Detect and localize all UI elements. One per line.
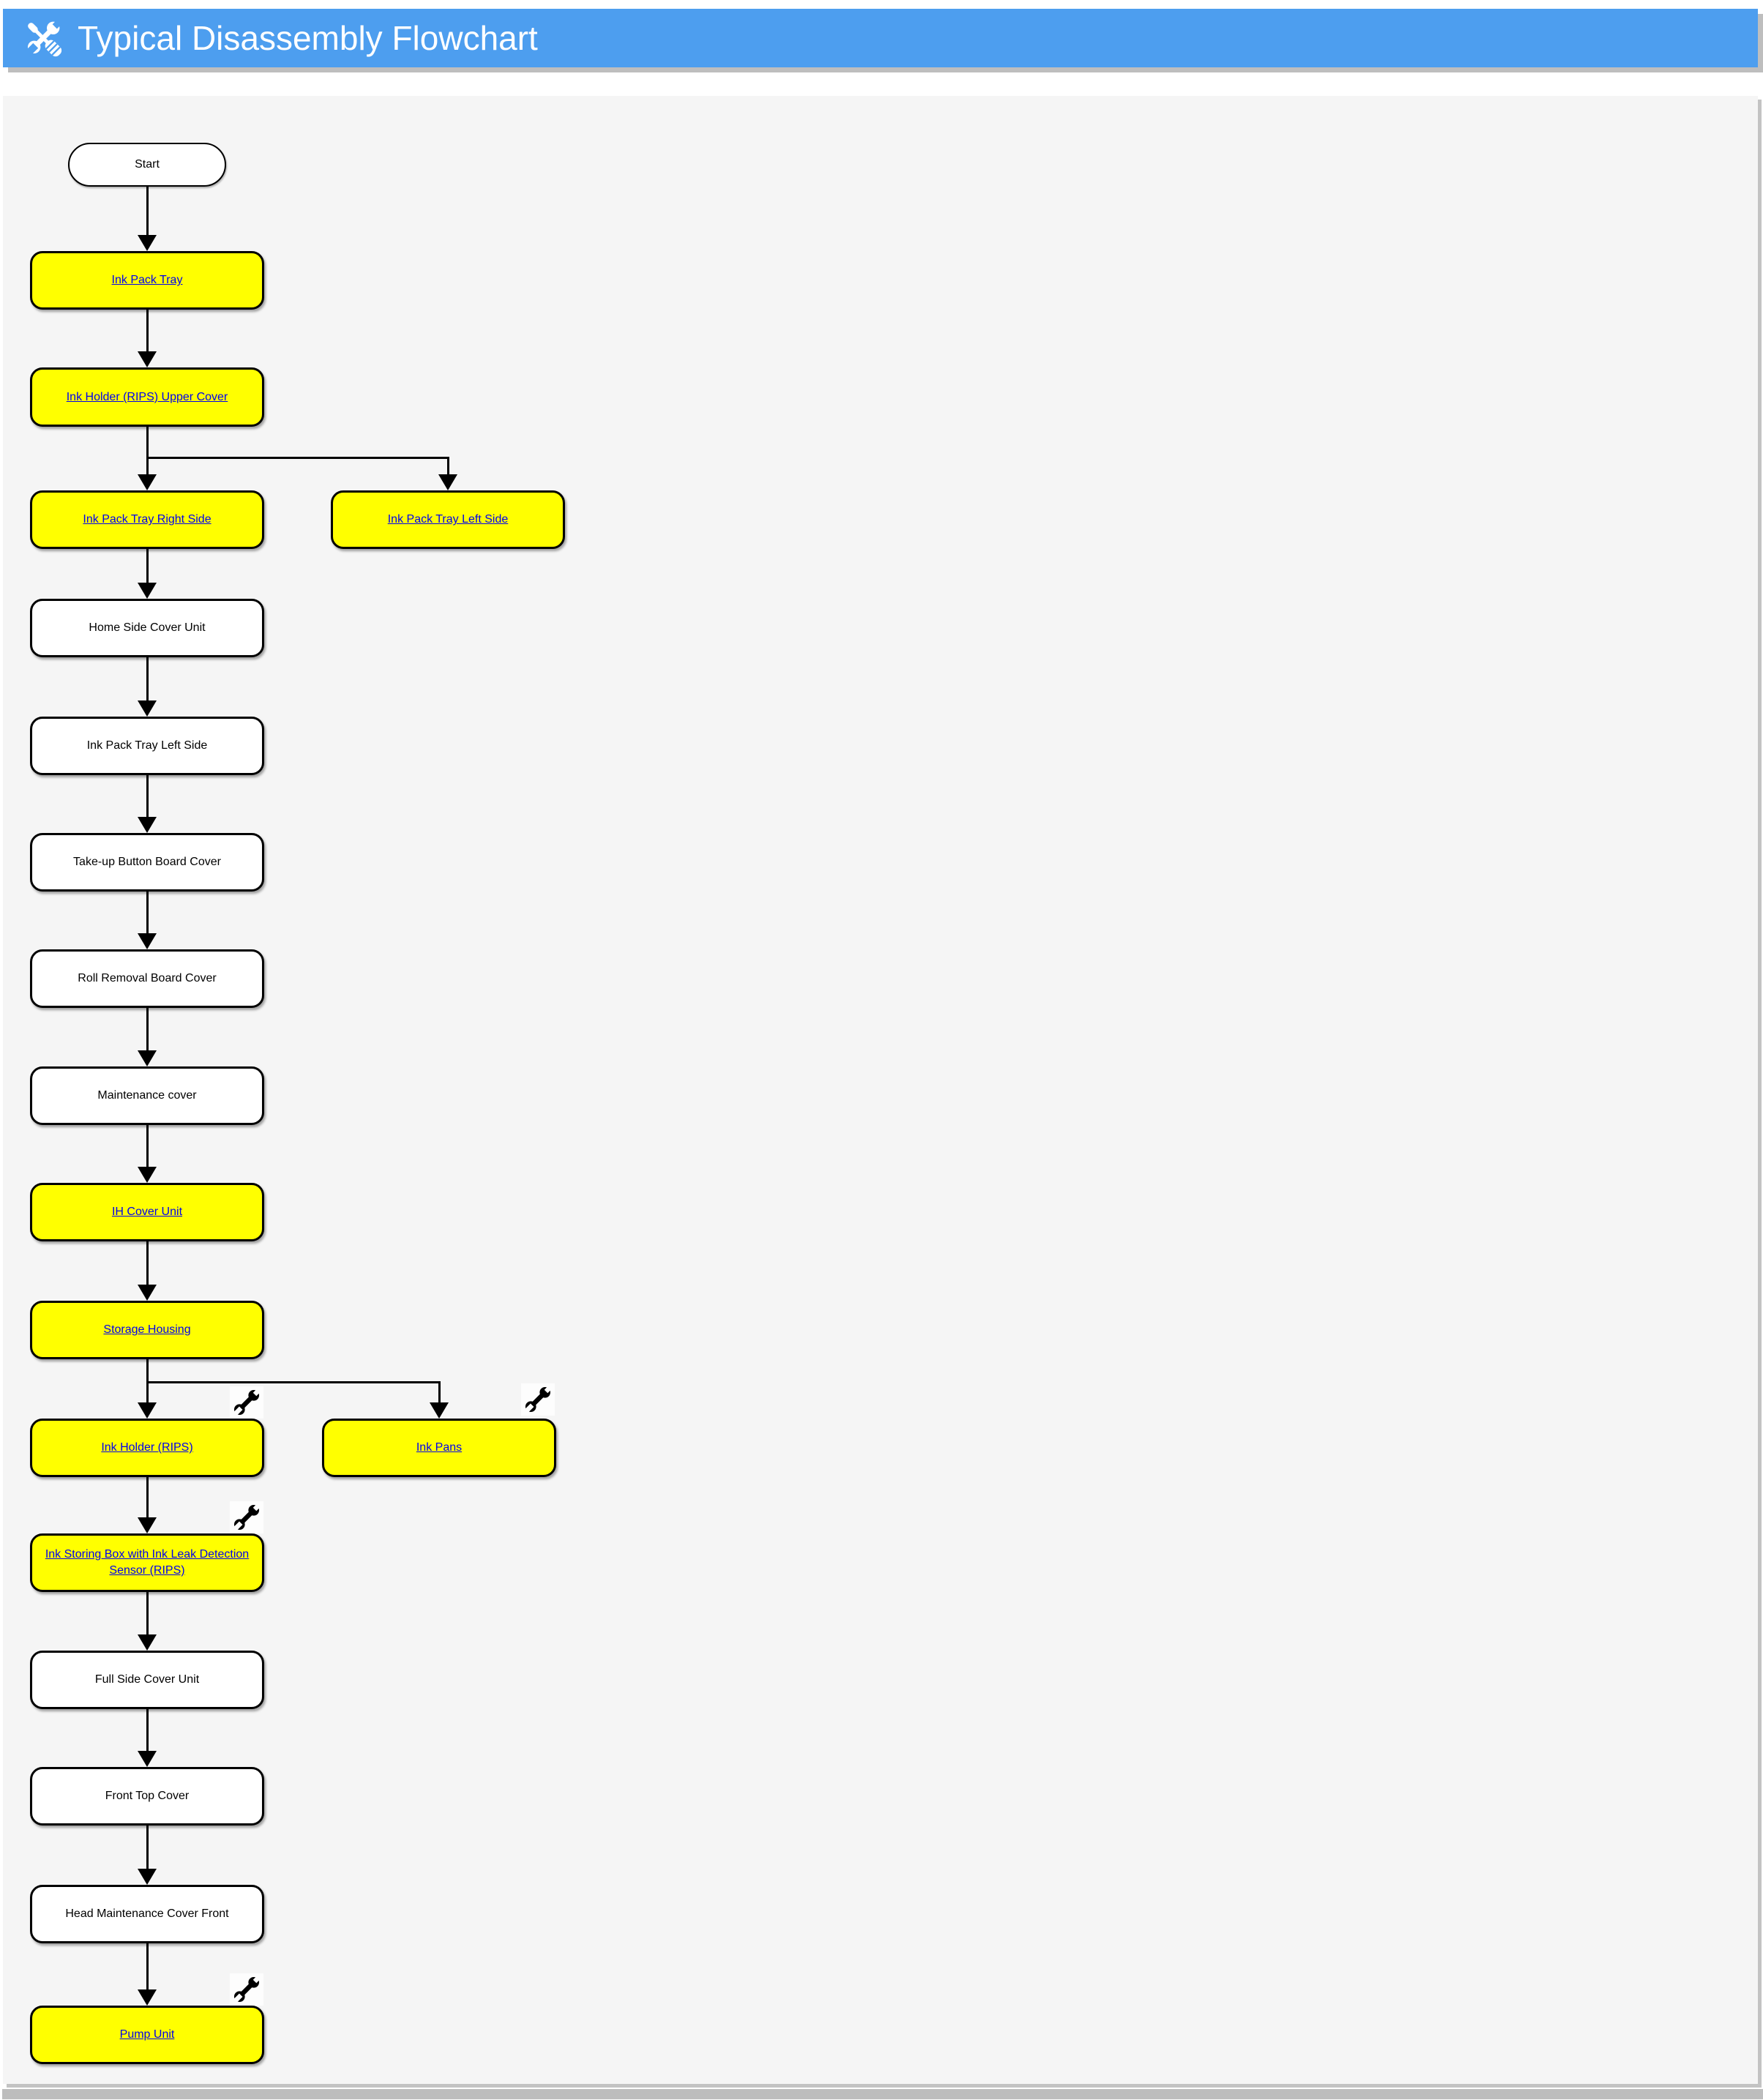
node-label: Full Side Cover Unit — [94, 1673, 200, 1686]
node-label: Ink Pack Tray Left Side — [86, 739, 208, 752]
node-head-maintenance-cover-front: Head Maintenance Cover Front — [30, 1885, 264, 1943]
node-label: Roll Removal Board Cover — [78, 972, 217, 985]
wrench-icon — [230, 1973, 263, 2006]
edge-line — [146, 549, 149, 586]
node-home-side-cover-unit: Home Side Cover Unit — [30, 599, 264, 657]
arrowhead — [138, 1517, 157, 1533]
arrowhead — [138, 1634, 157, 1651]
wrench-icon — [233, 1504, 260, 1531]
node-link-pump-unit[interactable]: Pump Unit — [119, 2028, 175, 2041]
node-maintenance-cover: Maintenance cover — [30, 1066, 264, 1125]
node-link-storage-housing[interactable]: Storage Housing — [103, 1323, 191, 1337]
node-link-ink-storing-box[interactable]: Ink Storing Box with Ink Leak Detection … — [45, 1548, 250, 1577]
node-link-ink-pack-tray-left-side[interactable]: Ink Pack Tray Left Side — [387, 513, 509, 526]
arrowhead — [138, 1751, 157, 1767]
edge-line — [146, 775, 149, 820]
arrowhead — [138, 700, 157, 717]
arrowhead — [138, 474, 157, 490]
node-ih-cover-unit: IH Cover Unit — [30, 1183, 264, 1241]
edge-line — [146, 187, 149, 238]
node-storage-housing: Storage Housing — [30, 1301, 264, 1359]
edge-line — [146, 1592, 149, 1637]
edge-line — [146, 1008, 149, 1053]
edge-line — [146, 1477, 149, 1520]
arrowhead — [138, 1989, 157, 2006]
node-ink-pack-tray-left-side: Ink Pack Tray Left Side — [30, 717, 264, 775]
edge-line — [146, 1125, 149, 1170]
page-title: Typical Disassembly Flowchart — [78, 19, 538, 57]
node-ink-holder-rips: Ink Holder (RIPS) — [30, 1419, 264, 1477]
arrowhead — [138, 235, 157, 251]
edge-line — [146, 1943, 149, 1992]
edge-line — [146, 892, 149, 936]
node-ink-pans: Ink Pans — [322, 1419, 556, 1477]
arrowhead — [138, 1167, 157, 1183]
edge-line — [146, 657, 149, 703]
wrench-icon — [230, 1501, 263, 1533]
arrowhead — [138, 933, 157, 949]
edge-line — [146, 427, 149, 477]
arrowhead — [138, 351, 157, 367]
node-take-up-button-board-cover: Take-up Button Board Cover — [30, 833, 264, 892]
arrowhead — [138, 583, 157, 599]
node-front-top-cover: Front Top Cover — [30, 1767, 264, 1826]
node-ink-pack-tray-right-side: Ink Pack Tray Right Side — [30, 490, 264, 549]
wrench-icon — [233, 1389, 260, 1416]
node-full-side-cover-unit: Full Side Cover Unit — [30, 1651, 264, 1709]
header-bar: Typical Disassembly Flowchart — [3, 9, 1758, 67]
arrowhead — [138, 1050, 157, 1066]
node-ink-pack-tray: Ink Pack Tray — [30, 251, 264, 310]
node-link-ih-cover-unit[interactable]: IH Cover Unit — [111, 1206, 183, 1219]
arrowhead — [138, 1285, 157, 1301]
edge-line — [146, 310, 149, 354]
node-link-ink-holder-rips[interactable]: Ink Holder (RIPS) — [101, 1441, 193, 1454]
arrowhead — [438, 474, 457, 490]
edge-line — [146, 1241, 149, 1288]
wrench-icon — [521, 1383, 555, 1416]
node-label: Take-up Button Board Cover — [73, 856, 221, 869]
wrench-icon — [230, 1386, 263, 1419]
arrowhead — [138, 1402, 157, 1419]
node-label: Maintenance cover — [97, 1089, 197, 1102]
node-label: Start — [135, 158, 160, 171]
arrowhead — [138, 1869, 157, 1885]
node-pump-unit: Pump Unit — [30, 2006, 264, 2064]
edge-line — [146, 457, 449, 459]
horizontal-scrollbar[interactable] — [2, 2089, 1763, 2099]
edge-line — [146, 1709, 149, 1754]
node-ink-pack-tray-left-side-link: Ink Pack Tray Left Side — [331, 490, 565, 549]
node-label: Home Side Cover Unit — [89, 621, 206, 635]
wrench-icon — [233, 1976, 260, 2003]
edge-line — [146, 1826, 149, 1872]
edge-line — [146, 1381, 441, 1383]
wrench-icon — [525, 1386, 551, 1413]
crossed-tools-icon — [24, 19, 62, 57]
node-link-ink-pack-tray-right-side[interactable]: Ink Pack Tray Right Side — [83, 513, 212, 526]
edge-line — [446, 457, 449, 477]
node-start: Start — [68, 143, 226, 187]
node-roll-removal-board-cover: Roll Removal Board Cover — [30, 949, 264, 1008]
flowchart-canvas — [3, 96, 1758, 2084]
arrowhead — [430, 1402, 449, 1419]
edge-line — [438, 1381, 441, 1405]
node-link-ink-pack-tray[interactable]: Ink Pack Tray — [111, 274, 183, 287]
node-link-ink-holder-rips-upper-cover[interactable]: Ink Holder (RIPS) Upper Cover — [66, 390, 228, 403]
node-link-ink-pans[interactable]: Ink Pans — [416, 1441, 463, 1454]
node-label: Front Top Cover — [105, 1790, 190, 1803]
node-ink-storing-box: Ink Storing Box with Ink Leak Detection … — [30, 1533, 264, 1592]
node-label: Head Maintenance Cover Front — [65, 1907, 229, 1921]
arrowhead — [138, 817, 157, 833]
node-ink-holder-rips-upper-cover: Ink Holder (RIPS) Upper Cover — [30, 367, 264, 427]
